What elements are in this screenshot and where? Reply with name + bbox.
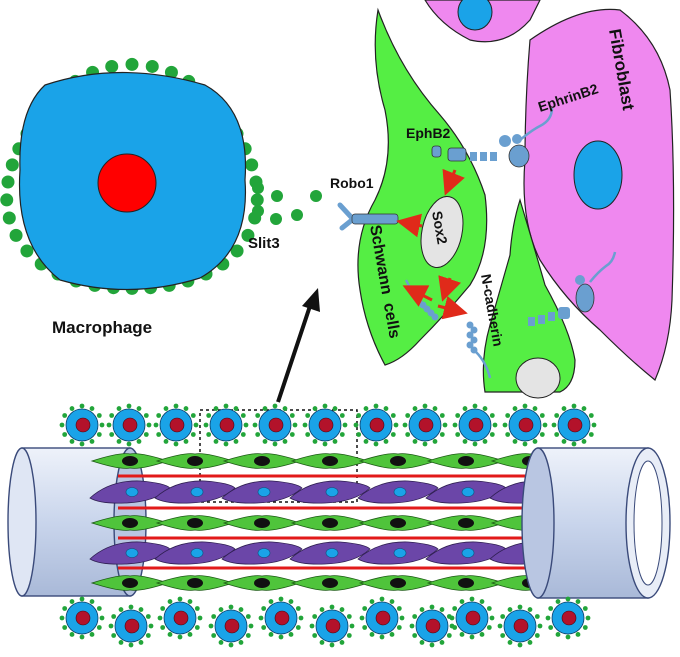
tube-schwann-cell bbox=[222, 515, 302, 531]
secreted-slit3-dots bbox=[252, 182, 322, 225]
slit3-dot bbox=[9, 228, 23, 242]
tube-schwann-cell bbox=[290, 515, 370, 531]
tube-schwann-cell bbox=[222, 453, 302, 469]
arrow-up-right-icon bbox=[276, 288, 320, 403]
small-macrophage bbox=[545, 596, 591, 640]
tube-fibroblast-cell bbox=[425, 480, 507, 504]
tube-fibroblast-cell bbox=[221, 480, 303, 504]
label-robo1: Robo1 bbox=[330, 175, 374, 191]
tube-schwann-cell bbox=[426, 575, 506, 591]
label-macrophage: Macrophage bbox=[52, 318, 152, 337]
tube-fibroblast-cell bbox=[357, 480, 439, 504]
ephb2-ephrinb2-complex-lower bbox=[528, 251, 617, 326]
macrophage-nucleus bbox=[97, 153, 157, 213]
small-macrophage bbox=[551, 403, 597, 447]
small-macrophage bbox=[108, 604, 154, 648]
small-macrophage bbox=[402, 403, 448, 447]
tube-schwann-cell bbox=[155, 515, 235, 531]
tube-schwann-cell bbox=[290, 575, 370, 591]
slit3-dot bbox=[105, 59, 119, 73]
slit3-dot bbox=[230, 244, 244, 258]
schwann-nucleus bbox=[420, 196, 464, 268]
slit3-dot bbox=[164, 65, 178, 79]
n-cadherin-chain-right bbox=[466, 321, 492, 379]
slit3-dot bbox=[5, 158, 19, 172]
slit3-dot bbox=[2, 211, 16, 225]
small-macrophage bbox=[203, 403, 249, 447]
ephb2-ephrinb2-complex-upper bbox=[431, 107, 554, 168]
small-macrophage bbox=[502, 403, 548, 447]
small-macrophage bbox=[309, 604, 355, 648]
guidance-fibers bbox=[118, 474, 540, 570]
small-macrophage bbox=[106, 403, 152, 447]
small-macrophage bbox=[59, 596, 105, 640]
tube-schwann-cell bbox=[90, 515, 170, 531]
tube-schwann-cell bbox=[155, 575, 235, 591]
small-macrophage bbox=[497, 604, 543, 648]
slit3-dot bbox=[145, 59, 159, 73]
slit3-dot bbox=[245, 158, 259, 172]
small-macrophage bbox=[153, 403, 199, 447]
robo1-receptor bbox=[337, 202, 399, 231]
small-macrophage bbox=[359, 596, 405, 640]
slit3-dot bbox=[0, 193, 14, 207]
tube-fibroblast-cell bbox=[154, 541, 236, 565]
tube-fibroblast-cell bbox=[89, 541, 171, 565]
signaling-arrows bbox=[396, 168, 468, 320]
tube-schwann-cell bbox=[358, 515, 438, 531]
slit3-dot bbox=[20, 244, 34, 258]
schwann-cell-upper bbox=[357, 7, 488, 366]
tube-schwann-cell bbox=[290, 453, 370, 469]
tube-schwann-cell bbox=[222, 575, 302, 591]
slit3-dot bbox=[125, 57, 139, 71]
fibroblast-top bbox=[424, 0, 541, 43]
tube-schwann-cell bbox=[155, 453, 235, 469]
small-macrophage bbox=[157, 596, 203, 640]
tube-fibroblast-cell bbox=[154, 480, 236, 504]
tube-schwann-cell bbox=[358, 575, 438, 591]
small-macrophage bbox=[409, 604, 455, 648]
tube-fibroblast-cell bbox=[289, 480, 371, 504]
small-macrophage bbox=[208, 604, 254, 648]
label-sox2: Sox2 bbox=[429, 210, 451, 246]
schwann-cell-lower bbox=[482, 197, 576, 399]
small-macrophage bbox=[353, 403, 399, 447]
slit3-dot bbox=[1, 175, 15, 189]
regenerating-cells-in-conduit bbox=[89, 453, 571, 591]
slit3-dot bbox=[250, 193, 264, 207]
tube-fibroblast-cell bbox=[425, 541, 507, 565]
nerve-conduit bbox=[7, 447, 671, 599]
small-macrophage bbox=[449, 596, 495, 640]
macrophage-rows bbox=[59, 403, 597, 648]
small-macrophage bbox=[302, 403, 348, 447]
label-slit3: Slit3 bbox=[248, 235, 280, 252]
tube-fibroblast-cell bbox=[89, 480, 171, 504]
slit3-dot bbox=[241, 228, 255, 242]
small-macrophage bbox=[252, 403, 298, 447]
macrophage-cell bbox=[0, 57, 264, 295]
tube-schwann-cell bbox=[358, 453, 438, 469]
tube-fibroblast-cell bbox=[357, 541, 439, 565]
tube-schwann-cell bbox=[426, 453, 506, 469]
conduit-right-cylinder bbox=[521, 447, 671, 599]
tube-fibroblast-cell bbox=[221, 541, 303, 565]
small-macrophage bbox=[59, 403, 105, 447]
fibroblast-main bbox=[523, 8, 675, 381]
tube-fibroblast-cell bbox=[289, 541, 371, 565]
small-macrophage bbox=[452, 403, 498, 447]
small-macrophage bbox=[258, 596, 304, 640]
label-ephb2: EphB2 bbox=[406, 125, 451, 141]
tube-schwann-cell bbox=[426, 515, 506, 531]
